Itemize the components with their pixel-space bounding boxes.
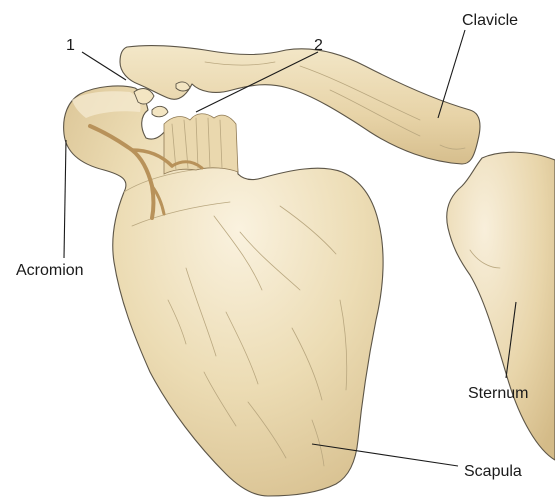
acromion-leader-line: [64, 140, 66, 258]
marker-2-label: 2: [314, 37, 323, 54]
marker-1-label: 1: [66, 37, 75, 54]
acromion-label: Acromion: [16, 262, 84, 279]
sternum-bone: [447, 152, 555, 460]
scapula-label: Scapula: [464, 463, 522, 480]
clavicle-label: Clavicle: [462, 12, 518, 29]
marker-1-leader-line: [82, 52, 126, 80]
sternum-label: Sternum: [468, 385, 528, 402]
